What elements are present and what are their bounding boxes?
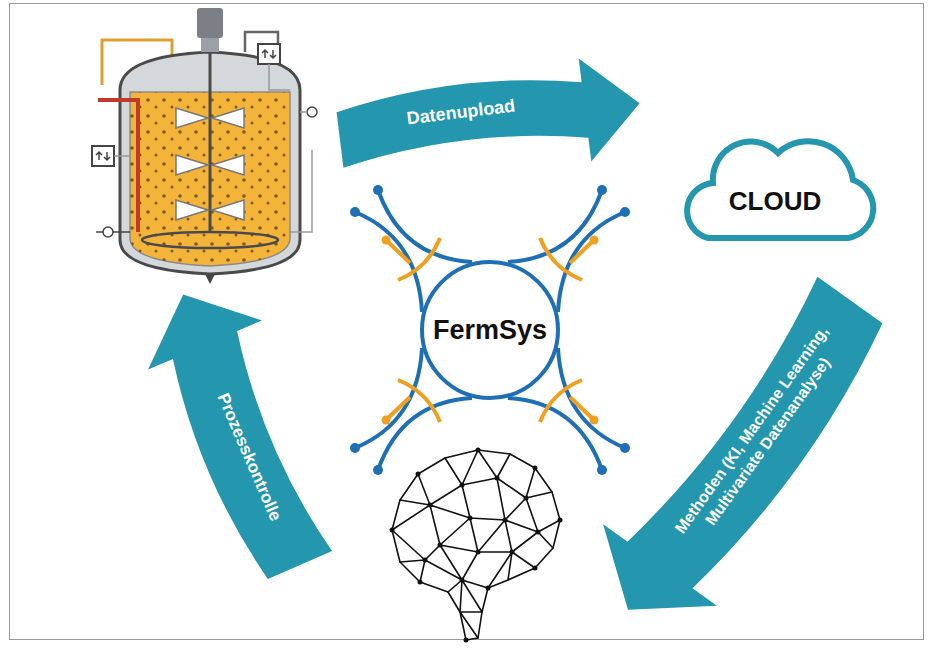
brain-network-illustration — [390, 448, 563, 643]
flow-arrow: Methoden (KI, Machine Learning, Multivar… — [649, 294, 868, 577]
logo-arms — [350, 185, 630, 475]
flow-arrow-band — [603, 277, 882, 610]
cloud-shape: CLOUD — [668, 128, 883, 248]
frame — [10, 4, 924, 640]
flow-arrow-band — [148, 295, 332, 579]
logo-label: FermSys — [433, 315, 547, 346]
cloud-label: CLOUD — [729, 186, 821, 217]
cloud-outline-path — [687, 141, 873, 238]
logo-circle: FermSys — [420, 260, 560, 400]
flow-arrow-band — [337, 58, 640, 167]
arrow-label: Methoden (KI, Machine Learning, Multivar… — [655, 300, 864, 570]
bioreactor-illustration — [92, 8, 317, 284]
